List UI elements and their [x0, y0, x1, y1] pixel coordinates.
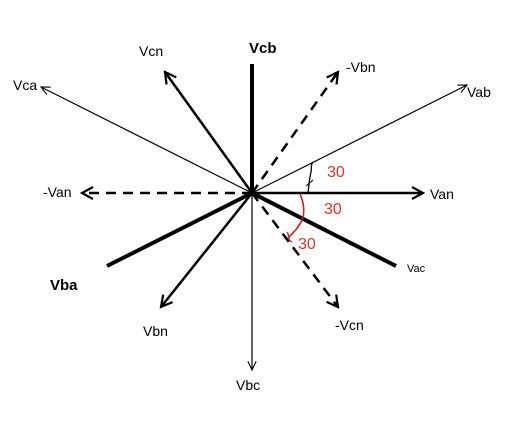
angle-label-3: 30	[298, 236, 316, 253]
angle-arc-lower-squiggle	[286, 231, 293, 243]
angle-arc-lower	[287, 193, 305, 239]
vac-line	[251, 191, 397, 268]
angle-arc-upper	[307, 161, 314, 194]
label-neg-vbn: -Vbn	[346, 59, 376, 75]
vcn-arrow	[165, 72, 254, 194]
label-neg-vcn: -Vcn	[335, 317, 364, 333]
label-vac: Vac	[407, 263, 426, 275]
label-vca: Vca	[13, 77, 37, 93]
label-vbc: Vbc	[236, 377, 260, 393]
angle-arc-upper-tick	[305, 179, 314, 187]
label-neg-van: -Van	[43, 184, 72, 200]
label-vba: Vba	[50, 277, 78, 294]
label-vab: Vab	[467, 84, 491, 100]
angle-label-2: 30	[324, 201, 342, 218]
vba-line	[106, 191, 253, 268]
label-van: Van	[430, 186, 454, 202]
label-vcn: Vcn	[139, 43, 163, 59]
neg-vbn-arrow	[250, 72, 338, 194]
angle-label-1: 30	[327, 164, 345, 181]
label-vcb: Vcb	[249, 40, 277, 57]
vab-line	[251, 84, 469, 194]
neg-vcn-arrow	[251, 192, 338, 307]
vbn-arrow	[161, 192, 253, 307]
vca-line	[39, 86, 253, 194]
label-vbn: Vbn	[143, 323, 168, 339]
